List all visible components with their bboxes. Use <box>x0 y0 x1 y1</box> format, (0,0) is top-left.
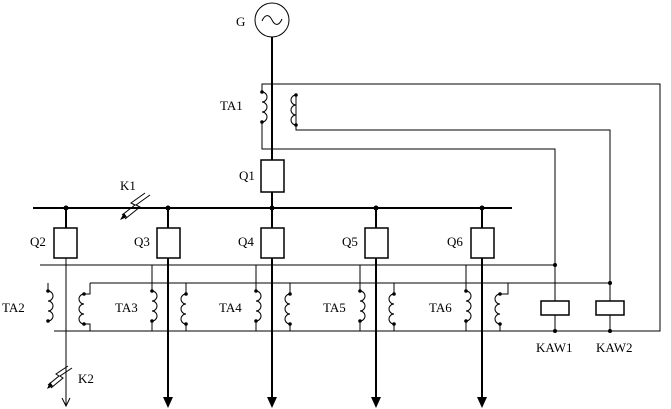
fault-k1: K1 <box>120 178 151 220</box>
ct-coil-icon <box>494 293 501 325</box>
feeder-q6: Q6 TA6 <box>429 208 509 408</box>
relay-coil <box>595 300 625 316</box>
ct-coil-icon <box>180 293 187 325</box>
feeder-q3: Q3 TA3 <box>115 208 188 408</box>
breaker-label: Q6 <box>447 234 463 249</box>
breaker-box <box>260 227 285 259</box>
relay-label: KAW1 <box>536 340 573 355</box>
ct-coil-icon <box>47 290 54 322</box>
ct-coil-icon <box>465 290 472 322</box>
main-ct-ta1: TA1 <box>220 84 298 130</box>
main-ct-label: TA1 <box>220 98 243 113</box>
ct-coil-icon <box>151 290 158 322</box>
fault-k2: K2 <box>47 365 94 389</box>
ct-label: TA5 <box>323 300 346 315</box>
breaker-label: Q2 <box>30 234 46 249</box>
generator: G <box>236 2 290 38</box>
breaker-box <box>156 227 181 259</box>
arrow-icon <box>267 397 277 408</box>
breaker-box <box>364 227 389 259</box>
main-breaker-q1: Q1 <box>239 159 285 193</box>
relay-kaw1: KAW1 <box>536 265 573 355</box>
ct-coil-icon <box>78 293 85 325</box>
main-breaker-label: Q1 <box>239 168 255 183</box>
fault-k1-label: K1 <box>120 178 136 193</box>
feeder-q4: Q4 TA4 <box>219 208 292 408</box>
ta1-wire-inner <box>295 95 611 290</box>
ct-coil-icon <box>261 91 268 123</box>
feeder-q5: Q5 TA5 <box>323 208 396 408</box>
generator-label: G <box>236 14 245 29</box>
ct-label: TA2 <box>2 300 25 315</box>
ta1-wire-lower <box>261 122 556 290</box>
relay-kaw2: KAW2 <box>595 283 633 355</box>
arrow-icon <box>163 397 173 408</box>
breaker-box <box>260 159 285 193</box>
ct-coil-icon <box>255 290 262 322</box>
lightning-icon <box>124 194 151 220</box>
relay-coil <box>540 300 570 316</box>
arrow-icon <box>477 397 487 408</box>
lightning-icon <box>50 367 73 389</box>
breaker-label: Q4 <box>238 234 254 249</box>
ct-coil-icon <box>359 290 366 322</box>
feeder-q2: Q2 TA2 <box>2 208 91 408</box>
ct-label: TA6 <box>429 300 452 315</box>
arrow-icon <box>61 397 71 408</box>
breaker-label: Q3 <box>134 234 150 249</box>
breaker-box <box>470 227 495 259</box>
ct-coil-icon <box>284 293 291 325</box>
ct-label: TA3 <box>115 300 138 315</box>
ct-label: TA4 <box>219 300 242 315</box>
breaker-box <box>53 227 78 259</box>
ct-coil-icon <box>290 94 297 126</box>
ac-sine-icon <box>261 15 283 25</box>
ct-coil-icon <box>388 293 395 325</box>
fault-k2-label: K2 <box>78 371 94 386</box>
breaker-label: Q5 <box>342 234 358 249</box>
arrow-icon <box>371 397 381 408</box>
relay-label: KAW2 <box>596 340 633 355</box>
